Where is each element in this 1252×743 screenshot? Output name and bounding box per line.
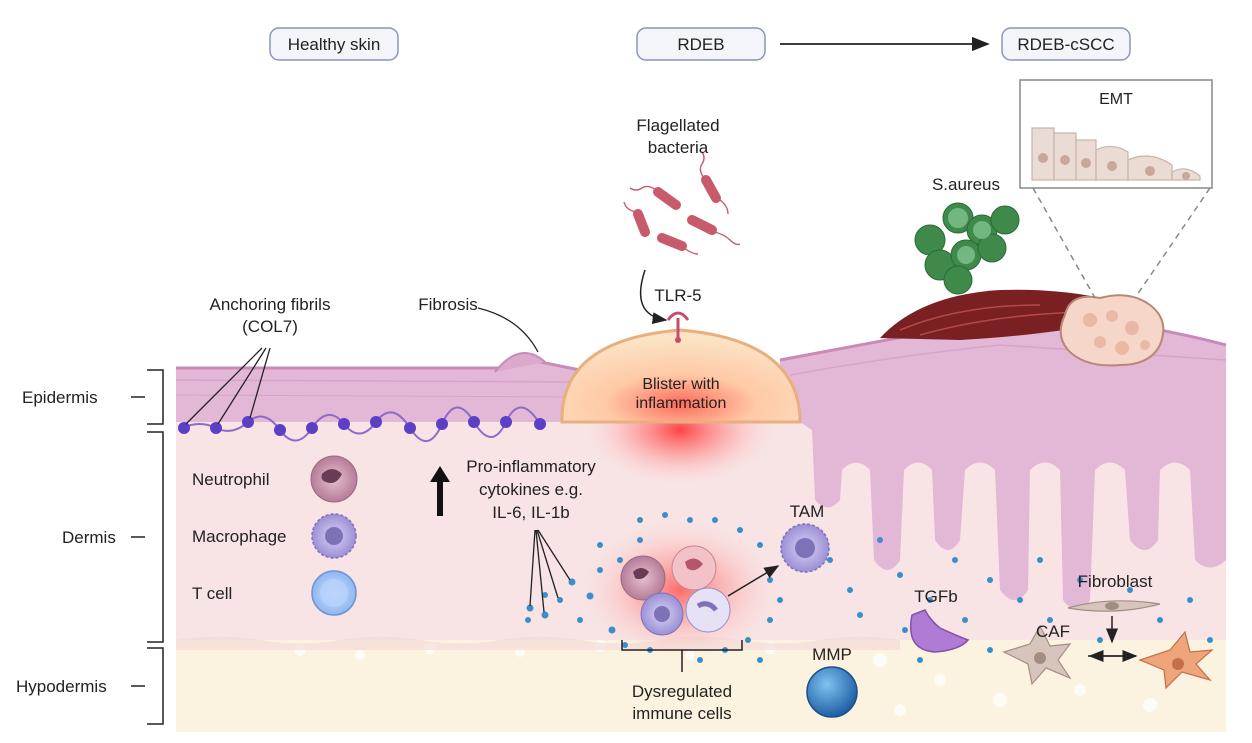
epidermis-label: Epidermis xyxy=(22,388,98,407)
cytokine-pointers xyxy=(529,529,571,613)
mmp-sphere xyxy=(806,666,858,718)
up-arrow-icon xyxy=(430,466,450,516)
bacteria-label-1: Flagellated xyxy=(636,116,719,135)
anchoring-fibrils-row xyxy=(178,406,546,442)
layer-brackets xyxy=(131,369,164,725)
flagellated-bacteria xyxy=(623,151,741,255)
fibrosis-pointer xyxy=(477,307,539,353)
tam-label: TAM xyxy=(790,502,825,521)
mmp-label: MMP xyxy=(812,645,852,664)
emt-inset: EMT xyxy=(1019,79,1213,299)
saureus-cluster xyxy=(914,202,1020,295)
cytokines-label-1: Pro-inflammatory xyxy=(466,457,596,476)
anchoring-label-2: (COL7) xyxy=(242,317,298,336)
tam-cell xyxy=(780,523,830,573)
tumor-mass xyxy=(1059,294,1165,367)
dermis-label: Dermis xyxy=(62,528,116,547)
tcell-label: T cell xyxy=(192,584,232,603)
immune-glow xyxy=(580,520,780,660)
tgfb-label: TGFb xyxy=(914,587,957,606)
caf-cell xyxy=(1002,624,1072,686)
blister xyxy=(560,328,802,424)
activated-fibroblast xyxy=(1138,630,1214,690)
stage-cscc-label: RDEB-cSCC xyxy=(1017,35,1114,54)
tlr5-receptor xyxy=(666,311,690,343)
fibrosis-bump xyxy=(494,352,546,373)
fibroblast-cell xyxy=(1067,600,1161,612)
immune-bracket xyxy=(621,640,743,672)
tcell-icon xyxy=(311,570,357,616)
neutrophil-label: Neutrophil xyxy=(192,470,270,489)
stage-healthy-label: Healthy skin xyxy=(288,35,381,54)
cytokines-label-3: IL-6, IL-1b xyxy=(492,503,570,522)
blister-label-2: inflammation xyxy=(636,395,727,412)
neutrophil-icon xyxy=(310,455,358,503)
immune-cell-cluster xyxy=(620,545,731,636)
tgfb-shape xyxy=(910,609,970,653)
fibroblast-label: Fibroblast xyxy=(1078,572,1153,591)
macrophage-icon xyxy=(311,513,357,559)
bacteria-to-tlr5-arrow xyxy=(639,269,668,325)
anchoring-label-1: Anchoring fibrils xyxy=(210,295,331,314)
cytokines-label-2: cytokines e.g. xyxy=(479,480,583,499)
hypodermis-label: Hypodermis xyxy=(16,677,107,696)
emt-label: EMT xyxy=(1099,91,1133,108)
saureus-label: S.aureus xyxy=(932,175,1000,194)
macrophage-label: Macrophage xyxy=(192,527,287,546)
stage-pill-rdeb xyxy=(636,27,766,61)
cluster-to-tam-arrow xyxy=(727,565,780,597)
fibrosis-label: Fibrosis xyxy=(418,295,478,314)
tlr5-label: TLR-5 xyxy=(654,286,701,305)
immune-label-2: immune cells xyxy=(632,704,731,723)
blister-label-1: Blister with xyxy=(642,376,719,393)
immune-label-1: Dysregulated xyxy=(632,682,732,701)
bacteria-label-2: bacteria xyxy=(648,138,709,157)
stage-pill-cscc xyxy=(1001,27,1131,61)
cytokine-dots xyxy=(525,512,1213,663)
epidermis-layer xyxy=(175,356,591,422)
caf-label: CAF xyxy=(1036,622,1070,641)
stage-rdeb-label: RDEB xyxy=(677,35,724,54)
anchoring-pointers xyxy=(185,347,271,425)
stage-pill-healthy xyxy=(269,27,399,61)
